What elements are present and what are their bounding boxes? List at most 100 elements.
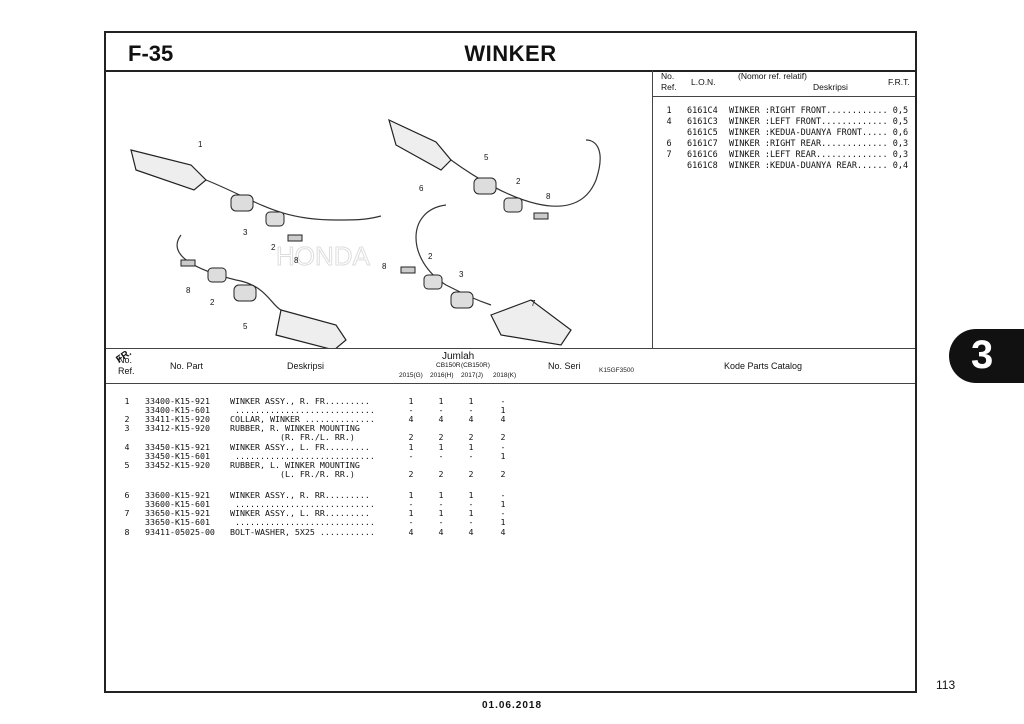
collar-2a [265,211,285,227]
section-tab: 3 [949,329,1024,383]
collar-2c [503,197,523,213]
callout-3b: 3 [459,270,464,279]
bolt-8c [533,212,549,220]
table-cell: 8 [124,527,130,537]
table-cell: 1 [408,442,414,452]
table-cell: WINKER ASSY., L. RR......... [230,508,370,518]
col-2016: 2016(H) [430,372,454,379]
collar-2b [207,267,227,283]
table-cell: - [408,499,414,509]
col-seri: No. Seri [548,361,581,371]
table-cell: - [438,451,444,461]
table-cell: - [438,517,444,527]
exploded-diagram: HONDA [106,70,653,374]
table-cell: 2 [500,469,506,479]
table-cell: - [438,499,444,509]
table-cell: 33450-K15-921 [145,442,210,452]
table-cell: 2 [408,432,414,442]
table-cell: 33400-K15-601 [145,405,210,415]
table-cell: (L. FR./R. RR.) [230,469,355,479]
table-cell: 1 [468,508,474,518]
table-cell: ............................ [230,499,375,509]
col-model2: (CB150R) [461,362,490,369]
col-part: No. Part [170,361,204,371]
table-cell: 4 [438,414,444,424]
table-cell: 5 [124,460,130,470]
parts-table: No. Ref. No. Part Deskripsi Jumlah CB150… [106,348,915,692]
col-2018: 2018(K) [493,372,517,379]
rubber-mount-5 [233,284,257,302]
winker-left-front [275,309,347,348]
callout-2c: 2 [516,177,521,186]
ref-col-lon: L.O.N. [691,77,716,87]
callout-8c: 8 [546,192,551,201]
callout-8d: 8 [382,262,387,271]
table-cell: 2 [438,469,444,479]
rubber-mount-3 [230,194,254,212]
callout-6: 6 [419,184,424,193]
parts-table-header: No. Ref. No. Part Deskripsi Jumlah CB150… [106,349,915,384]
callout-5: 5 [243,322,248,331]
figure-number: F-35 [128,41,174,66]
table-cell: 4 [408,527,414,537]
table-cell: RUBBER, L. WINKER MOUNTING [230,460,360,470]
table-cell: 1 [468,442,474,452]
table-cell: 4 [500,527,506,537]
ref-col-ref: Ref. [661,82,677,92]
page-header: F-35 WINKER [106,33,915,72]
table-cell: 1 [124,396,130,406]
table-cell: 1 [500,517,506,527]
table-cell: 4 [124,442,130,452]
callout-3: 3 [243,228,248,237]
table-cell: 1 [468,396,474,406]
page-number: 113 [936,678,956,692]
rubber-mount-3b [450,291,474,309]
table-cell: 3 [124,423,130,433]
table-cell: 2 [500,432,506,442]
table-cell: 33650-K15-601 [145,517,210,527]
table-cell: 4 [500,414,506,424]
table-cell: 1 [438,442,444,452]
col-2015: 2015(G) [399,372,423,379]
callout-2: 2 [271,243,276,252]
table-cell: ............................ [230,451,375,461]
table-cell: 1 [408,508,414,518]
table-cell: WINKER ASSY., L. FR......... [230,442,370,452]
table-cell: COLLAR, WINKER .............. [230,414,375,424]
winker-right-rear [388,118,452,171]
callout-5b: 5 [484,153,489,162]
bolt-8b [180,259,196,267]
col-model1: CB150R [436,362,461,369]
table-cell: 33411-K15-920 [145,414,210,424]
table-cell: 1 [500,499,506,509]
table-cell: - [408,451,414,461]
ref-col-frt: F.R.T. [888,77,910,87]
watermark-text: HONDA [276,241,371,271]
table-cell: 33650-K15-921 [145,508,210,518]
col-catalog: Kode Parts Catalog [724,361,803,371]
table-cell: 1 [438,490,444,500]
col-ref: Ref. [118,366,135,376]
table-cell: - [468,499,474,509]
print-date: 01.06.2018 [481,700,543,711]
table-cell: WINKER ASSY., R. RR......... [230,490,370,500]
col-desc: Deskripsi [287,361,325,371]
table-cell: 1 [500,451,506,461]
col-no: No. [118,355,133,365]
table-cell: 7 [124,508,130,518]
table-cell: 1 [500,405,506,415]
ref-col-nomor: (Nomor ref. relatif) [738,71,807,81]
table-cell: - [500,442,506,452]
rubber-mount-5b [473,177,497,195]
table-cell: - [468,451,474,461]
table-cell: 1 [438,508,444,518]
winker-right-front [130,149,207,191]
col-jumlah: Jumlah [442,351,475,362]
bolt-8a [287,234,303,242]
table-cell: (R. FR./L. RR.) [230,432,355,442]
section-tab-number: 3 [971,333,994,377]
bolt-8d [400,266,416,274]
page-frame: F-35 WINKER HONDA [104,31,917,693]
table-cell: 4 [408,414,414,424]
table-cell: 2 [468,432,474,442]
